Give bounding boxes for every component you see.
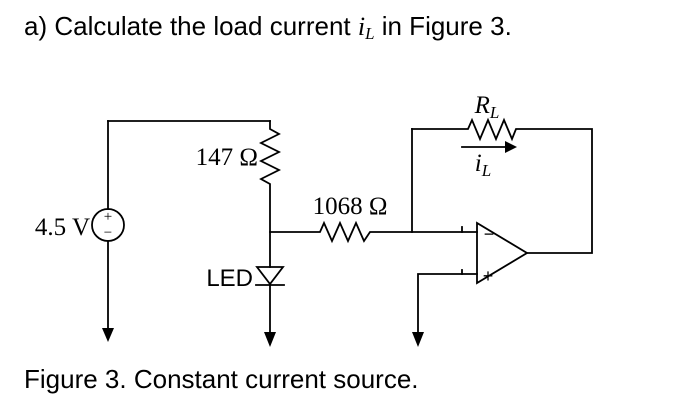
wire-load-loop	[411, 117, 593, 254]
load-resistor-rl: RL	[474, 92, 500, 122]
ground-arrow-led	[264, 332, 276, 347]
page-title: a) Calculate the load current iL in Figu…	[24, 10, 512, 44]
load-current-arrowhead	[505, 141, 517, 153]
wire-inverting-input-run	[269, 220, 478, 244]
load-current-name: i	[475, 150, 482, 177]
title-current-subscript: L	[365, 23, 375, 43]
title-current-symbol: i	[357, 12, 366, 41]
resistor-147: 147 Ω	[196, 120, 282, 268]
ground-arrow-source	[102, 328, 114, 342]
opamp: − +	[412, 221, 529, 347]
led-label: LED	[206, 265, 253, 292]
led-diode: LED	[206, 265, 285, 347]
opamp-noninverting-sign: +	[483, 266, 494, 286]
title-suffix: in Figure 3.	[374, 11, 512, 41]
load-current-label: iL	[475, 150, 491, 180]
led-triangle	[255, 266, 285, 286]
resistor-147-zigzag	[258, 120, 282, 268]
resistor-1068-label: 1068 Ω	[313, 193, 388, 220]
ground-arrow-noninverting	[412, 332, 424, 347]
load-resistor-subscript: L	[489, 103, 499, 122]
voltage-source-label: 4.5 V	[35, 214, 90, 241]
load-resistor-name: R	[474, 92, 490, 119]
voltage-source-minus-sign: −	[104, 225, 112, 241]
voltage-source-plus-sign: +	[104, 209, 112, 225]
load-resistor-label: RL	[474, 92, 500, 122]
voltage-source-circle	[91, 208, 125, 242]
wires	[107, 117, 593, 334]
load-current-subscript: L	[481, 161, 491, 180]
resistor-147-label: 147 Ω	[196, 144, 258, 171]
opamp-inverting-sign: −	[484, 224, 495, 244]
figure-caption: Figure 3. Constant current source.	[24, 364, 419, 394]
load-current-arrow: iL	[461, 141, 517, 180]
opamp-triangle	[476, 221, 529, 285]
wire-noninverting-run	[417, 273, 478, 334]
title-prefix: a) Calculate the load current	[24, 11, 358, 41]
voltage-source: + − 4.5 V	[35, 208, 125, 342]
